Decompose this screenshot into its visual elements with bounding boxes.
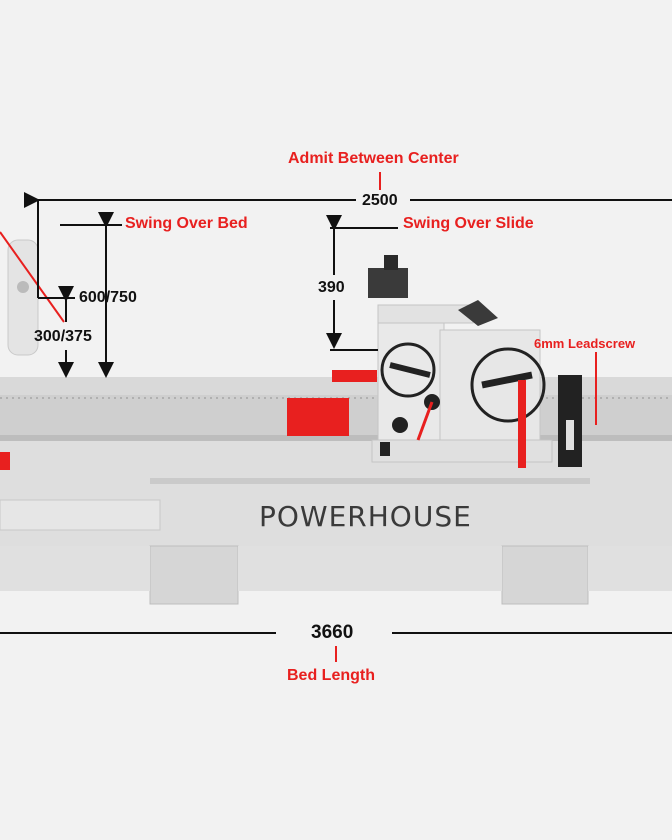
swing-over-slide-value: 390 [318,279,345,296]
admit-between-center-label: Admit Between Center [288,150,459,167]
swing-over-bed-value: 600/750 [79,289,137,306]
brand-logo: POWERHOUSE [259,500,472,533]
lathe-leg [149,545,239,605]
lathe-leg [501,545,589,605]
bed-length-label: Bed Length [287,667,375,684]
apron-handwheel [470,347,546,423]
carriage [377,317,445,441]
tool-post [368,268,408,298]
swing-over-bed-label: Swing Over Bed [125,215,248,232]
cross-slide-handwheel [380,342,436,398]
swing-over-slide-label: Swing Over Slide [403,215,534,232]
leadscrew-label: 6mm Leadscrew [534,336,636,351]
bed-length-value: 3660 [311,622,354,643]
distance-between-centers-value: 2500 [362,192,398,209]
chuck-diameter-value: 300/375 [34,328,92,345]
